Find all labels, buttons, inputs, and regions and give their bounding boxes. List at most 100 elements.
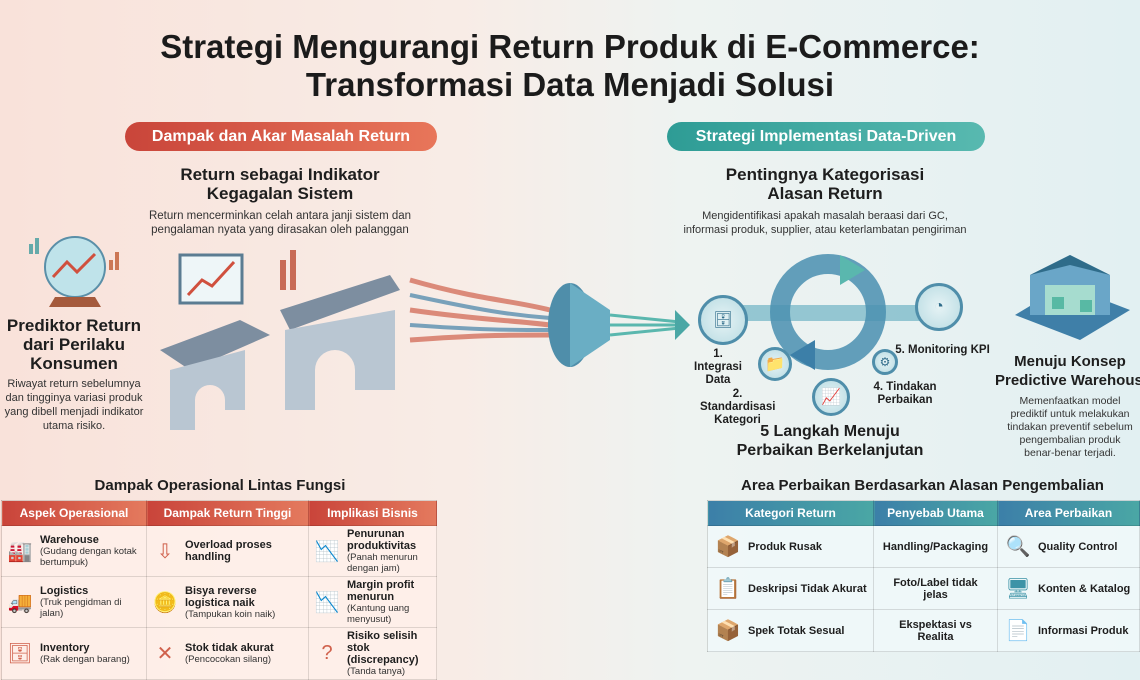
cell-content: 📉Margin profit menurun(Kantung uang meny… <box>313 579 432 625</box>
categorization-desc-2: informasi produk, supplier, atau keterla… <box>683 224 967 236</box>
title-line-1: Strategi Mengurangi Return Produk di E-C… <box>160 28 980 65</box>
cell-content: 📉Penurunan produktivitas(Panah menurun d… <box>313 528 432 574</box>
predictor-title-2: dari Perilaku <box>22 335 126 354</box>
cell-text: Quality Control <box>1038 540 1118 553</box>
cell-subtitle: (Rak dengan barang) <box>40 654 130 665</box>
cycle-diagram <box>720 254 940 370</box>
cell-content: 📋Deskripsi Tidak Akurat <box>714 576 867 601</box>
bar-chart-icon: 📈 <box>812 378 850 416</box>
warehouse-desc: Memenfaatkan model <box>1019 395 1121 407</box>
gear-icon: ⚙ <box>872 349 898 375</box>
column-header: Penyebab Utama <box>873 500 998 526</box>
step-5-label: 5. Monitoring KPI <box>895 344 990 356</box>
indicator-title: Return sebagai Indikator <box>180 165 380 184</box>
title-line-2: Transformasi Data Menjadi Solusi <box>305 66 835 103</box>
table-row: 📦Produk Rusak Handling/Packaging 🔍Quality … <box>707 525 1140 568</box>
cell-content: ?Risiko selisih stok (discrepancy)(Tanda… <box>313 630 432 677</box>
cell-title: Stok tidak akurat <box>185 642 274 654</box>
predictor-block: Prediktor Return dari Perilaku Konsumen … <box>0 316 148 433</box>
cycle-title-2: Perbaikan Berkelanjutan <box>736 442 924 459</box>
predictor-desc-2: dan tingginya variasi produk <box>5 392 143 404</box>
indicator-desc-2: pengalaman nyata yang dirasakan oleh pal… <box>151 224 409 236</box>
database-icon: 🗄 <box>698 295 748 345</box>
column-header: Implikasi Bisnis <box>308 500 437 526</box>
warehouse-icon: 🏭 <box>7 540 33 563</box>
table-cell: Ekspektasi vs Realita <box>873 609 998 652</box>
truck-icon: 🚚 <box>7 591 33 614</box>
categorization-title-2: Alasan Return <box>767 184 883 203</box>
monitor-icon: 🖥 <box>1005 578 1031 600</box>
table-cell: 📉Penurunan produktivitas(Panah menurun d… <box>308 525 437 577</box>
table-cell: 📦Produk Rusak <box>707 525 874 568</box>
cell-text: Konten & Katalog <box>1038 582 1131 595</box>
coins-icon: 🪙 <box>152 591 178 614</box>
column-header: Aspek Operasional <box>1 500 147 526</box>
cell-title: Penurunan produktivitas <box>347 528 417 552</box>
table-cell: 📦 Spek Totak Sesual <box>707 609 874 652</box>
table-cell: ✕ Stok tidak akurat(Pencocokan silang) <box>146 627 309 680</box>
cell-subtitle: (Truk pengidman di jalan) <box>40 597 122 619</box>
cell-text: Ekspektasi vs Realita <box>899 618 972 643</box>
warehouse-desc-4: pengembalian produk <box>1019 434 1121 446</box>
crystal-ball-icon <box>29 236 119 307</box>
page-title: Strategi Mengurangi Return Produk di E-C… <box>0 28 1140 104</box>
table-row: 📦 Spek Totak Sesual Ekspektasi vs Realita 📄… <box>707 609 1140 652</box>
cell-subtitle: (Gudang dengan kotak bertumpuk) <box>40 546 137 568</box>
cell-content: 🪙Bisya reverse logistica naik(Tampukan k… <box>151 585 304 620</box>
cell-title: Logistics <box>40 585 89 597</box>
cell-content: 🖥 Konten & Katalog <box>1004 576 1133 601</box>
column-header: Kategori Return <box>707 500 874 526</box>
cell-content: ⇩ Overload proses handling <box>151 539 304 564</box>
cell-content: 📦Produk Rusak <box>714 534 867 559</box>
table-cell: 🏭Warehouse(Gudang dengan kotak bertumpuk… <box>1 525 147 577</box>
predictor-desc: Riwayat return sebelumnya <box>7 378 141 390</box>
cell-text: Foto/Label tidak jelas <box>893 576 978 601</box>
step-2-label: 2. Standardisasi Kategori <box>700 388 776 426</box>
cell-subtitle: (Panah menurun dengan jam) <box>347 552 418 574</box>
warehouse-title: Menuju Konsep <box>1014 353 1126 370</box>
cell-subtitle: (Pencocokan silang) <box>185 654 272 665</box>
arrow-down-icon: ⇩ <box>156 540 174 563</box>
column-header: Dampak Return Tinggi <box>146 500 309 526</box>
cell-text: Spek Totak Sesual <box>748 624 845 637</box>
table-cell: 📉Margin profit menurun(Kantung uang meny… <box>308 576 437 628</box>
cell-title: Inventory <box>40 642 90 654</box>
indicator-title-2: Kegagalan Sistem <box>206 184 354 203</box>
cycle-title-1: 5 Langkah Menuju <box>760 423 900 440</box>
operational-impact-heading: Dampak Operasional Lintas Fungsi <box>94 477 346 494</box>
warehouse-desc-3: tindakan preventif sebelum <box>1007 421 1133 433</box>
table-cell: 🔍Quality Control <box>997 525 1140 568</box>
table-cell: Handling/Packaging <box>873 525 998 568</box>
box-icon: 📦 <box>715 620 741 642</box>
cell-content: 📄Informasi Produk <box>1004 618 1133 643</box>
cycle-title: 5 Langkah Menuju Perbaikan Berkelanjutan <box>730 422 930 460</box>
warehouse-desc-5: benar-benar terjadi. <box>1024 447 1116 459</box>
warehouse-block: Menuju Konsep Predictive Warehouse Memen… <box>995 352 1140 460</box>
table-row: 🗄Inventory(Rak dengan barang) ✕ Stok tidak… <box>1 627 437 680</box>
indicator-block: Return sebagai Indikator Kegagalan Siste… <box>130 165 430 237</box>
cell-text: Handling/Packaging <box>882 540 989 553</box>
predictor-desc-4: utama risiko. <box>42 420 106 432</box>
table-cell: 📄Informasi Produk <box>997 609 1140 652</box>
predictor-title-3: Konsumen <box>30 354 118 373</box>
cell-text: Produk Rusak <box>748 540 822 553</box>
cell-subtitle: (Tampukan koin naik) <box>185 608 276 620</box>
cell-title: Overload proses handling <box>185 539 272 563</box>
left-section-pill: Dampak dan Akar Masalah Return <box>125 122 437 151</box>
categorization-title: Pentingnya Kategorisasi <box>725 165 925 184</box>
predictor-desc-3: yang dibell menjadi indikator <box>4 406 144 418</box>
cell-subtitle: (Tanda tanya) <box>347 666 406 677</box>
cell-text: Deskripsi Tidak Akurat <box>748 582 867 595</box>
improvement-area-heading: Area Perbaikan Berdasarkan Alasan Pengem… <box>741 477 1104 494</box>
warehouse-title-2: Predictive Warehouse <box>995 372 1140 389</box>
cell-title: Margin profit menurun <box>347 579 415 603</box>
table-cell: 🪙Bisya reverse logistica naik(Tampukan k… <box>146 576 309 628</box>
cell-text: Informasi Produk <box>1038 624 1129 637</box>
cross-icon: ✕ <box>156 643 174 665</box>
table-cell: 📋Deskripsi Tidak Akurat <box>707 567 874 610</box>
warehouse-icon <box>1015 255 1130 340</box>
dashboard-gauge-icon: ◔ <box>915 283 963 331</box>
table-cell: 🗄Inventory(Rak dengan barang) <box>1 627 147 680</box>
